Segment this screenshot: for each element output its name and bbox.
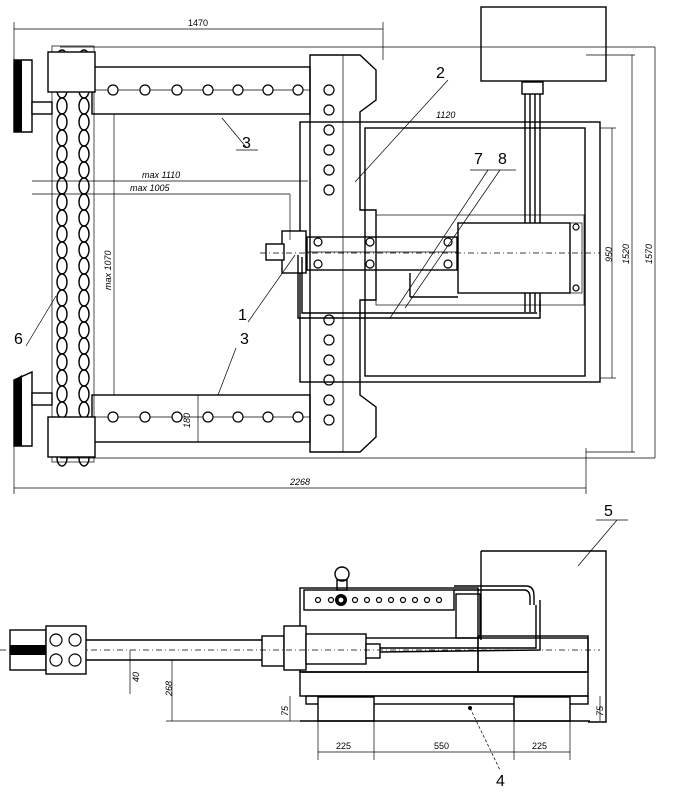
callout-7: 7 <box>474 151 483 168</box>
chain-link <box>78 385 90 403</box>
crossbar-holes <box>323 84 335 426</box>
left-foot <box>317 696 375 722</box>
chain-link <box>78 113 90 131</box>
chain-link <box>78 225 90 243</box>
chain-links <box>56 49 90 467</box>
chain-link <box>78 321 90 339</box>
chain-link <box>78 177 90 195</box>
dim-1120: 1120 <box>436 110 455 120</box>
control-unit-side <box>481 550 607 723</box>
chain-link <box>56 353 68 371</box>
dim-225-left: 225 <box>336 741 351 751</box>
chain-link <box>78 97 90 115</box>
chain-link <box>56 289 68 307</box>
side-bar-holes <box>314 596 443 604</box>
callout-6: 6 <box>14 331 23 348</box>
chain-link <box>56 241 68 259</box>
chain-link <box>78 337 90 355</box>
chain-link <box>78 193 90 211</box>
chain-link <box>56 129 68 147</box>
dim-40: 40 <box>131 672 141 682</box>
chain-link <box>56 161 68 179</box>
chain-link <box>56 257 68 275</box>
dim-max-1110: max 1110 <box>142 170 180 180</box>
dim-1570: 1570 <box>644 244 654 264</box>
callout-1: 1 <box>238 307 247 324</box>
side-bar <box>303 589 455 611</box>
chain-link <box>78 369 90 387</box>
dim-550: 550 <box>434 741 449 751</box>
dim-950: 950 <box>604 247 614 262</box>
chain-link <box>56 385 68 403</box>
upper-grip-pad <box>14 60 22 132</box>
callout-3-bottom: 3 <box>240 331 249 348</box>
upper-chain-clamp <box>47 51 96 93</box>
upper-arm <box>91 66 311 115</box>
dim-75-left: 75 <box>280 705 290 716</box>
base-platform <box>299 671 589 697</box>
chain-link <box>56 337 68 355</box>
chain-link <box>78 161 90 179</box>
side-view: 5 <box>0 503 628 790</box>
chain-link <box>78 257 90 275</box>
chain-link <box>78 353 90 371</box>
callout-8: 8 <box>498 151 507 168</box>
chain-link <box>56 369 68 387</box>
chain-link <box>78 209 90 227</box>
chain-link <box>56 145 68 163</box>
chain-link <box>78 145 90 163</box>
callout-3-top: 3 <box>242 135 251 152</box>
dim-2268: 2268 <box>289 477 310 487</box>
lower-grip-pad <box>14 375 22 446</box>
dim-max-1005: max 1005 <box>130 183 171 193</box>
chain-link <box>78 305 90 323</box>
lower-chain-clamp <box>47 416 96 458</box>
dim-1520: 1520 <box>621 244 631 264</box>
dim-75-right: 75 <box>595 705 605 716</box>
chain-link <box>56 193 68 211</box>
chain-link <box>78 273 90 291</box>
chain-link <box>78 401 90 419</box>
chain-link <box>78 289 90 307</box>
dim-max-1070: max 1070 <box>103 250 113 290</box>
callout-2: 2 <box>436 65 445 82</box>
chain-link <box>56 321 68 339</box>
chain <box>51 45 95 463</box>
chain-link <box>78 241 90 259</box>
control-unit-box <box>480 6 607 82</box>
right-foot <box>513 696 571 722</box>
dim-268: 268 <box>164 681 174 697</box>
dim-1470: 1470 <box>188 18 208 28</box>
top-view: 1470 <box>13 6 656 494</box>
chain-link <box>56 177 68 195</box>
chain-link <box>56 225 68 243</box>
dim-180: 180 <box>182 413 192 428</box>
lower-arm-holes <box>107 411 304 423</box>
chain-link <box>56 113 68 131</box>
upper-arm-holes <box>107 84 304 96</box>
dim-225-right: 225 <box>532 741 547 751</box>
hydraulic-cylinder <box>457 222 571 294</box>
chain-link <box>56 273 68 291</box>
chain-link <box>78 129 90 147</box>
lifting-eye <box>334 566 350 582</box>
chain-link <box>56 305 68 323</box>
lower-arm <box>91 394 311 443</box>
chain-link <box>56 401 68 419</box>
chain-link <box>56 209 68 227</box>
callout-5: 5 <box>604 503 613 520</box>
callout-4: 4 <box>496 773 505 790</box>
chain-link <box>56 97 68 115</box>
